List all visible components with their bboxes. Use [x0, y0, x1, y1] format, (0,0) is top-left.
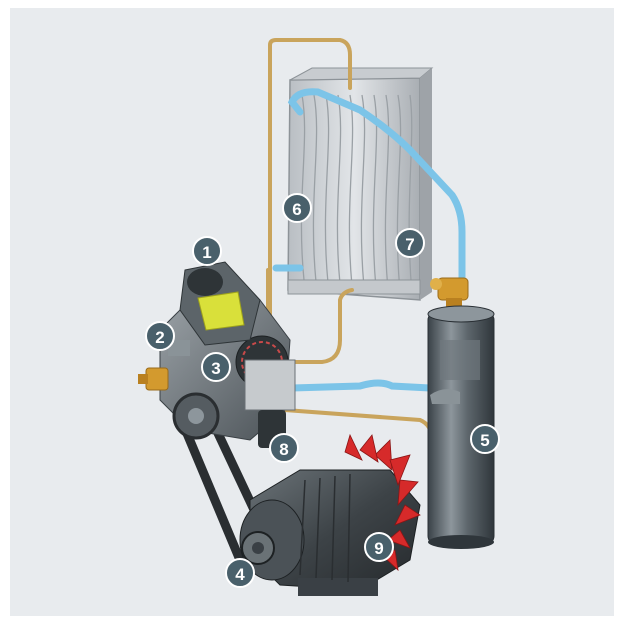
cooling-fan: [344, 433, 421, 572]
brass-fitting: [138, 367, 169, 391]
intake-valve-actuator: [168, 261, 261, 356]
callout-1: 1: [192, 236, 222, 266]
callout-9: 9: [364, 532, 394, 562]
callout-4: 4: [225, 558, 255, 588]
electric-motor: [239, 469, 421, 596]
separator-tank: [427, 305, 495, 549]
coolant-pipes: [272, 88, 466, 392]
callout-6: 6: [282, 193, 312, 223]
thermostatic-valve: [430, 277, 469, 314]
cooler-fins: [300, 94, 413, 295]
callout-2: 2: [145, 321, 175, 351]
callout-7: 7: [395, 228, 425, 258]
callout-3: 3: [201, 352, 231, 382]
callout-5: 5: [470, 424, 500, 454]
callout-8: 8: [269, 433, 299, 463]
cooler-radiator: [287, 67, 434, 301]
